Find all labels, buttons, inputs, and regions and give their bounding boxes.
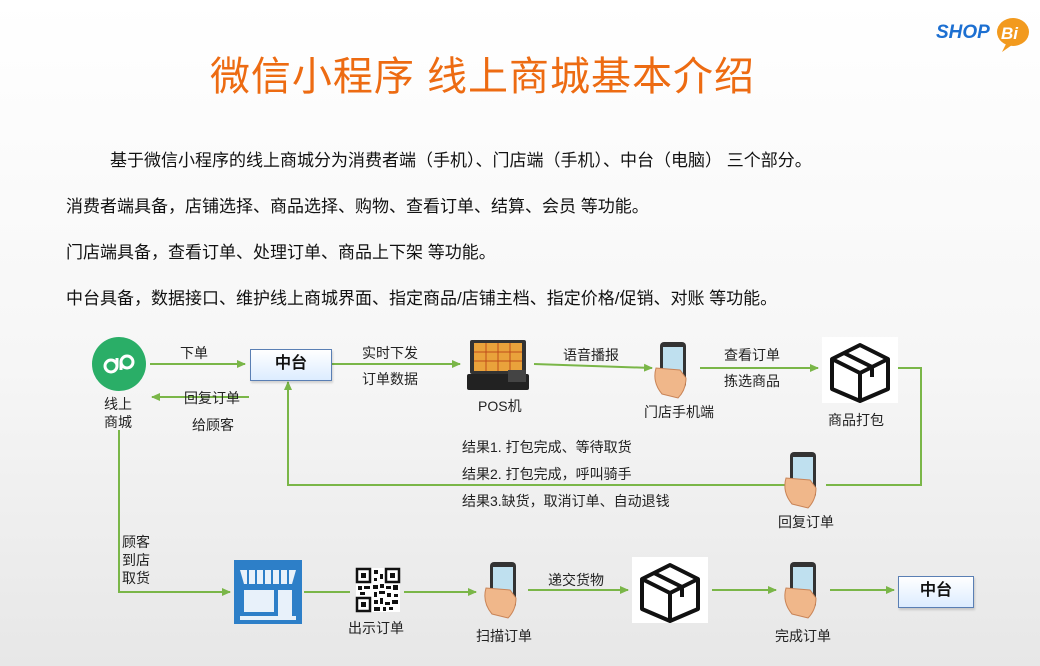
center-box-2: 中台 [898, 576, 974, 608]
deliver-goods-label: 递交货物 [548, 572, 604, 588]
arrow-voice [533, 363, 653, 372]
order-down-label: 下单 [180, 345, 208, 361]
intro-line-3: 门店端具备，查看订单、处理订单、商品上下架 等功能。 [66, 243, 496, 262]
result-2: 结果2. 打包完成，呼叫骑手 [462, 466, 632, 482]
package-box-icon [632, 557, 708, 623]
logo-text: SHOP [936, 22, 990, 43]
shopbi-logo: SHOP Bi [936, 18, 1029, 52]
reply-order-2-label: 回复订单 [778, 514, 834, 530]
pos-machine-icon [467, 340, 529, 390]
arrow-pickup [118, 430, 231, 596]
store-phone-label: 门店手机端 [644, 404, 714, 420]
intro-line-1: 基于微信小程序的线上商城分为消费者端（手机）、门店端（手机）、中台（电脑） 三个… [110, 151, 812, 170]
logo-bubble [997, 18, 1029, 46]
realtime-label-1: 实时下发 [362, 345, 418, 361]
realtime-label-2: 订单数据 [362, 371, 418, 387]
to-customer-label: 给顾客 [192, 417, 234, 433]
result-3: 结果3.缺货，取消订单、自动退钱 [462, 493, 670, 509]
page-title: 微信小程序 线上商城基本介绍 [209, 55, 756, 99]
phone-hand-icon [784, 562, 817, 619]
pickup-label-3: 取货 [122, 570, 150, 586]
voice-label: 语音播报 [563, 347, 619, 363]
mall-label-2: 商城 [104, 414, 132, 430]
intro-line-4: 中台具备，数据接口、维护线上商城界面、指定商品/店铺主档、指定价格/促销、对账 … [66, 289, 778, 308]
loop-return [284, 381, 786, 486]
store-icon [234, 560, 302, 624]
phone-hand-icon [654, 342, 687, 399]
pack-goods-label: 商品打包 [828, 412, 884, 428]
pos-label: POS机 [478, 398, 522, 414]
pick-goods-label: 拣选商品 [724, 373, 780, 389]
loop-right [826, 367, 922, 486]
wechat-miniprogram-icon [92, 337, 146, 391]
complete-order-label: 完成订单 [775, 628, 831, 644]
qr-code-icon [355, 567, 401, 613]
phone-hand-icon [484, 562, 517, 619]
phone-hand-icon [784, 452, 817, 509]
reply-order-label: 回复订单 [184, 390, 240, 406]
package-box-icon [822, 337, 898, 403]
view-order-label: 查看订单 [724, 347, 780, 363]
intro-line-2: 消费者端具备，店铺选择、商品选择、购物、查看订单、结算、会员 等功能。 [66, 197, 649, 216]
result-1: 结果1. 打包完成、等待取货 [462, 439, 632, 455]
mall-label-1: 线上 [104, 396, 132, 412]
scan-order-label: 扫描订单 [476, 628, 532, 644]
show-order-label: 出示订单 [348, 620, 404, 636]
pickup-label-2: 到店 [122, 552, 150, 568]
pickup-label-1: 顾客 [122, 534, 150, 550]
center-box: 中台 [250, 349, 332, 381]
logo-accent: Bi [1001, 24, 1019, 43]
